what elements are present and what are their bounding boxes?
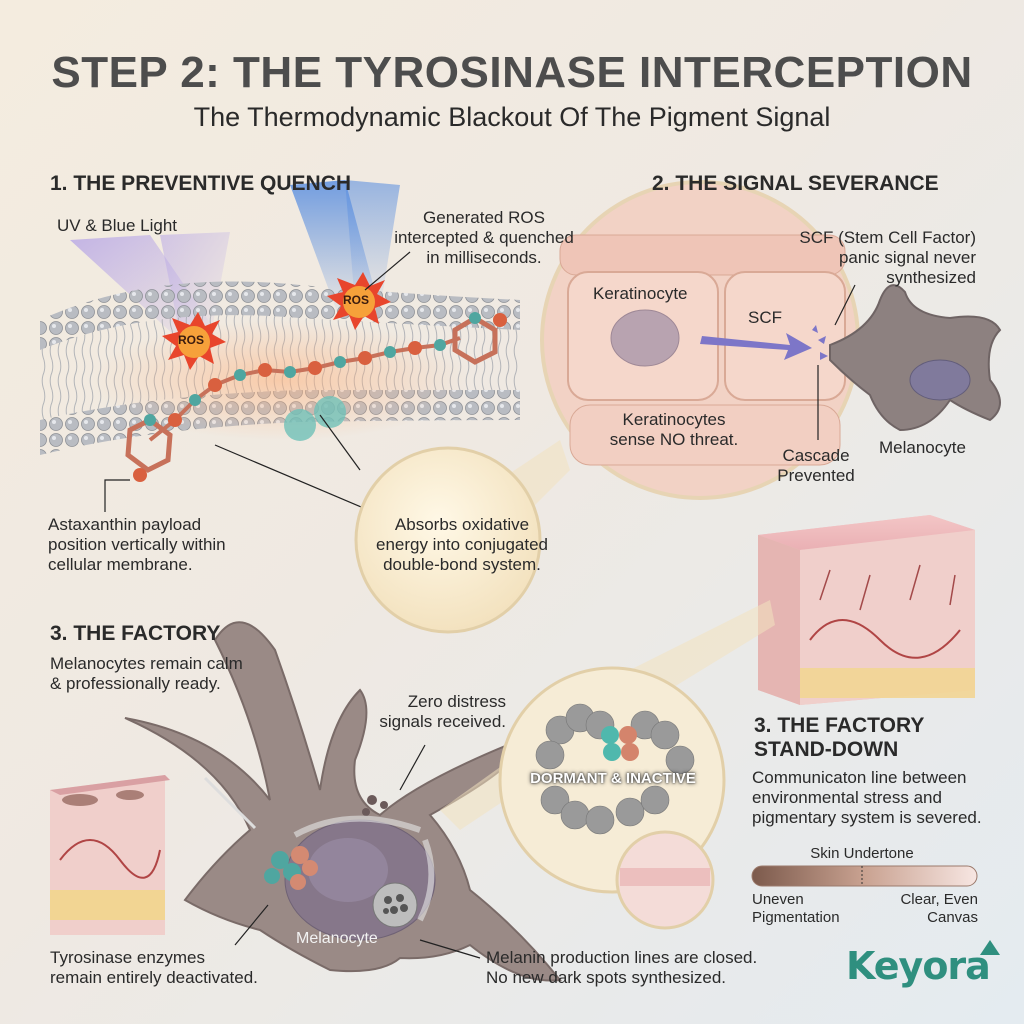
ros-label-line1: Generated ROS — [423, 208, 545, 227]
scf-note-line1: SCF (Stem Cell Factor) — [799, 228, 976, 247]
comm-line1: Communicaton line between — [752, 768, 967, 787]
section4-heading-line2: STAND-DOWN — [754, 738, 899, 761]
sense-line2: sense NO threat. — [609, 430, 739, 449]
clear-line2: Canvas — [927, 909, 978, 926]
cascade-line2: Prevented — [777, 466, 855, 485]
zoom-lens-quench — [354, 440, 570, 634]
cascade-line1: Cascade — [782, 446, 850, 465]
signal-break-shards — [812, 325, 828, 360]
melanin-line2: No new dark spots synthesized. — [486, 968, 727, 987]
tyrosinase-line1: Tyrosinase enzymes — [50, 948, 205, 967]
keratinocyte-label: Keratinocyte — [593, 284, 688, 303]
dormant-label: DORMANT & INACTIVE — [530, 770, 696, 787]
melanocyte-large-label: Melanocyte — [296, 930, 378, 947]
ros-badge-1: ROS — [178, 333, 205, 347]
uneven-line1: Uneven — [752, 891, 804, 908]
payload-line1: Astaxanthin payload — [48, 515, 202, 534]
zoom-lens-keratinocyte — [540, 180, 860, 500]
page-subtitle: The Thermodynamic Blackout Of The Pigmen… — [193, 102, 831, 132]
clear-line1: Clear, Even — [900, 891, 978, 908]
cell-membrane — [40, 281, 520, 455]
leader-lines-section1 — [104, 251, 411, 516]
uneven-line2: Pigmentation — [752, 909, 840, 926]
ros-burst-2 — [327, 272, 391, 330]
section1-heading: 1. THE PREVENTIVE QUENCH — [50, 172, 352, 195]
section2-heading: 2. THE SIGNAL SEVERANCE — [652, 172, 939, 195]
sense-line1: Keratinocytes — [622, 410, 726, 429]
scf-note-line2: panic signal never — [838, 248, 976, 267]
undertone-label: Skin Undertone — [810, 845, 914, 862]
leaf-icon — [980, 940, 1000, 955]
melanocyte-small-label: Melanocyte — [879, 438, 966, 457]
ros-label-line2: intercepted & quenched — [394, 228, 574, 247]
calm-line1: Melanocytes remain calm — [50, 654, 243, 673]
melanocyte-large — [124, 621, 562, 982]
section3-heading: 3. THE FACTORY — [50, 622, 221, 645]
brand-logo: Keyora — [846, 944, 991, 988]
leader-lines-section2 — [817, 284, 856, 440]
scf-note-line3: synthesized — [886, 268, 976, 287]
absorb-line1: Absorbs oxidative — [394, 515, 530, 534]
comm-line2: environmental stress and — [752, 788, 942, 807]
absorb-line2: energy into conjugated — [375, 535, 549, 554]
ros-label-line3: in milliseconds. — [426, 248, 542, 267]
section4-heading-line1: 3. THE FACTORY — [754, 714, 925, 737]
ros-badge-2: ROS — [343, 293, 370, 307]
astaxanthin-molecule — [125, 312, 507, 482]
payload-line3: cellular membrane. — [48, 555, 193, 574]
scf-label: SCF — [748, 308, 782, 327]
skin-block-large — [758, 515, 975, 705]
calm-line2: & professionally ready. — [50, 674, 221, 693]
page-title: STEP 2: THE TYROSINASE INTERCEPTION — [51, 48, 973, 97]
absorb-line3: double-bond system. — [383, 555, 541, 574]
leader-lines-section3 — [234, 744, 481, 959]
uv-light-label: UV & Blue Light — [57, 216, 178, 235]
payload-line2: position vertically within — [48, 535, 226, 554]
ros-burst-1 — [162, 312, 226, 370]
comm-line3: pigmentary system is severed. — [752, 808, 982, 827]
zero-distress-line1: Zero distress — [407, 692, 506, 711]
skin-block-small — [50, 775, 170, 935]
zero-distress-line2: signals received. — [379, 712, 506, 731]
zoom-lens-enzyme — [440, 666, 726, 930]
melanin-line1: Melanin production lines are closed. — [486, 948, 758, 967]
skin-undertone-bar — [751, 865, 978, 887]
tyrosinase-line2: remain entirely deactivated. — [50, 968, 258, 987]
melanocyte-small — [829, 284, 1002, 432]
